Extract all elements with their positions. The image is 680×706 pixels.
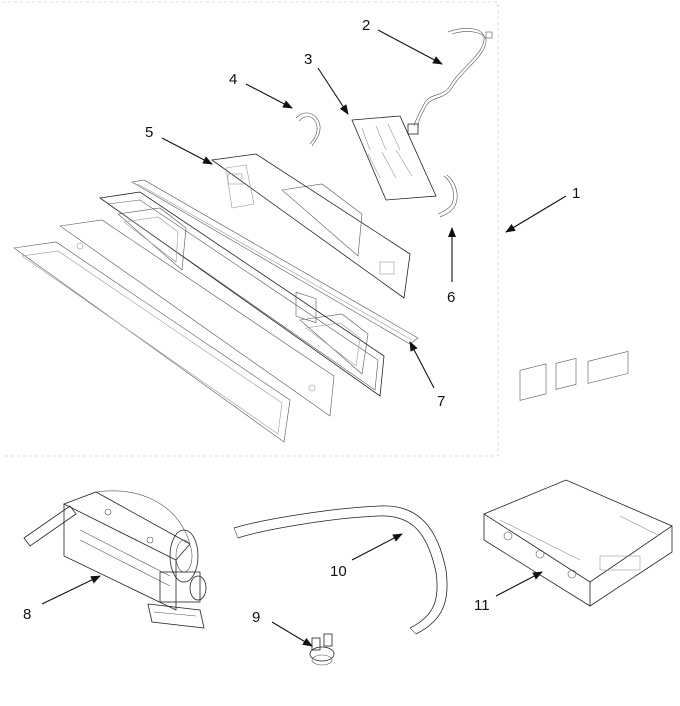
callout-2: 2 [362, 17, 370, 34]
arrow-7 [409, 341, 435, 389]
callout-10: 10 [330, 563, 347, 580]
control-panel-assembly [13, 153, 419, 443]
display-board [210, 153, 411, 324]
callout-5: 5 [145, 124, 153, 141]
ribbon-cable-small [295, 112, 321, 147]
arrow-9 [271, 621, 313, 647]
thermal-switch [309, 633, 335, 666]
control-board [483, 351, 673, 607]
callout-4: 4 [229, 71, 237, 88]
upper-assembly-frame [2, 1, 499, 457]
keypad-membrane [225, 164, 255, 209]
arrow-1 [505, 195, 567, 233]
ribbon-cable [437, 174, 458, 218]
callout-9: 9 [252, 609, 260, 626]
overlay-panel [59, 219, 335, 417]
cooling-fan [23, 490, 207, 629]
arrow-2 [377, 29, 443, 65]
callout-3: 3 [304, 51, 312, 68]
trim-strip [131, 179, 419, 345]
callout-arrows [41, 29, 567, 647]
control-panel-frame [98, 191, 385, 397]
callout-labels: 1 2 3 4 5 6 7 8 9 10 11 [23, 17, 580, 626]
callout-11: 11 [474, 597, 490, 614]
gasket-strip [233, 505, 448, 635]
wire-harness [407, 28, 493, 135]
callout-6: 6 [447, 289, 455, 306]
front-glass-panel [13, 241, 291, 443]
callout-8: 8 [23, 606, 31, 623]
arrow-10 [351, 533, 403, 561]
callout-7: 7 [437, 393, 445, 410]
switch-membrane [351, 115, 437, 201]
arrow-8 [41, 575, 101, 605]
arrow-4 [245, 83, 293, 109]
arrow-5 [161, 137, 213, 165]
arrow-3 [317, 67, 349, 115]
arrow-11 [495, 571, 543, 597]
callout-1: 1 [572, 185, 580, 202]
